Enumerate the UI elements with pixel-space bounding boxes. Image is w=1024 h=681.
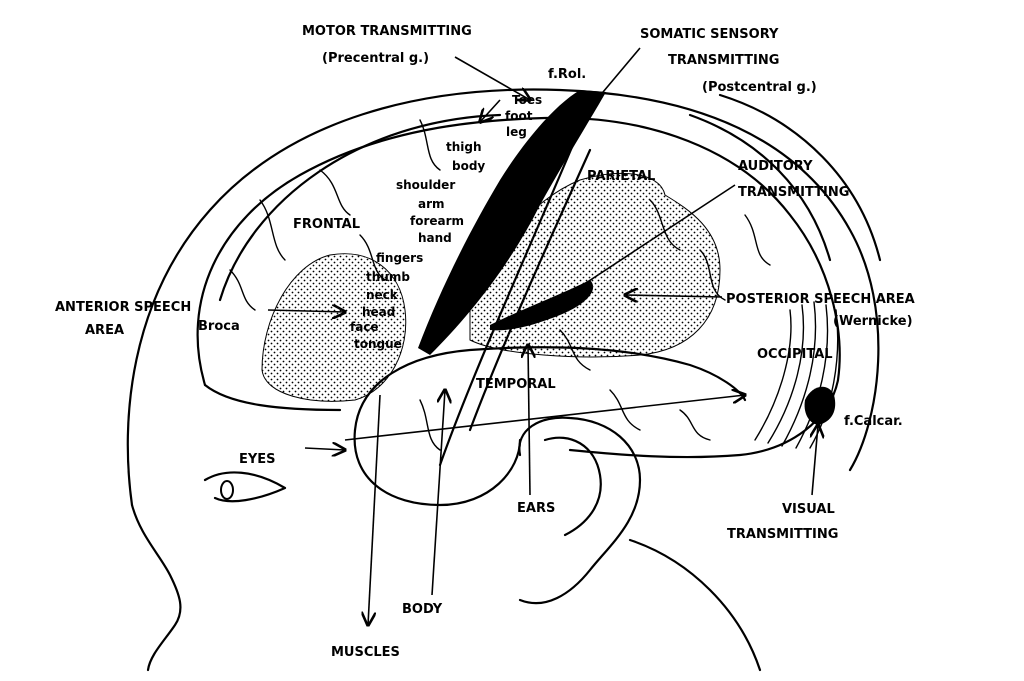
brain-base-outline — [203, 383, 342, 412]
eyes-arrow — [304, 448, 345, 450]
label-shoulder: shoulder — [396, 178, 455, 192]
calcarine-dark-spot — [804, 386, 836, 425]
eye-to-occipital-arrow — [344, 395, 745, 441]
label-wernicke: (Wernicke) — [833, 314, 913, 329]
label-forearm: forearm — [410, 214, 464, 228]
outer-skull-outline — [126, 88, 880, 507]
brain-outline — [196, 116, 841, 459]
label-occipital: OCCIPITAL — [757, 347, 833, 362]
label-area: AREA — [85, 323, 124, 338]
eye — [203, 471, 287, 503]
label-neck: neck — [366, 288, 399, 302]
ear — [518, 416, 642, 605]
label-somatic-sensory: SOMATIC SENSORY — [640, 27, 779, 42]
label-thigh: thigh — [446, 140, 482, 154]
label-auditory-transmitting: TRANSMITTING — [738, 185, 849, 200]
label-broca: Broca — [198, 319, 240, 334]
broca-arrow — [267, 310, 345, 312]
label-motor-transmitting: MOTOR TRANSMITTING — [302, 24, 472, 39]
skull-inner-outline-right — [688, 113, 832, 262]
visual-arrow — [812, 425, 818, 496]
somatic-pointer-line — [597, 47, 641, 99]
body-arrow — [431, 390, 445, 596]
label-parietal: PARIETAL — [587, 169, 655, 184]
label-visual: VISUAL — [782, 502, 835, 517]
label-somatic-transmitting: TRANSMITTING — [668, 53, 779, 68]
label-frontal: FRONTAL — [293, 217, 360, 232]
neck-line — [628, 538, 762, 672]
label-auditory: AUDITORY — [738, 159, 813, 174]
auditory-pointer-line — [559, 184, 736, 301]
motor-leg-arrow — [480, 99, 501, 122]
skull-edge-right — [718, 93, 882, 262]
label-arm: arm — [418, 197, 445, 211]
ears-arrow — [528, 345, 530, 496]
temporal-lower-loop — [353, 428, 522, 507]
wernicke-arrow — [625, 295, 723, 297]
muscles-arrow — [368, 394, 381, 625]
label-muscles: MUSCLES — [331, 645, 400, 660]
label-body-part: body — [452, 159, 485, 173]
gyri-lines — [229, 119, 771, 451]
label-visual-transmitting: TRANSMITTING — [727, 527, 838, 542]
label-posterior-speech: POSTERIOR SPEECH AREA — [726, 292, 915, 307]
label-body-input: BODY — [402, 602, 443, 617]
label-eyes: EYES — [239, 452, 276, 467]
motor-pointer-arrow — [454, 56, 530, 100]
skull-inner-outline — [218, 113, 502, 302]
occipital-stripes — [754, 301, 839, 449]
label-precentral: (Precentral g.) — [322, 51, 429, 66]
central-sulcus-band — [418, 90, 606, 355]
arrows — [267, 47, 818, 625]
label-f-calcar: f.Calcar. — [844, 414, 903, 429]
label-toes: Toes — [512, 93, 542, 107]
frontal-stipple-region — [261, 253, 407, 402]
label-face: face — [350, 320, 379, 334]
label-tongue: tongue — [354, 337, 402, 351]
label-fingers: fingers — [376, 251, 423, 265]
label-head: head — [362, 305, 395, 319]
label-hand: hand — [418, 231, 452, 245]
label-foot: foot — [505, 109, 533, 123]
ear-inner — [543, 436, 602, 537]
face-profile — [130, 503, 182, 672]
projection-lines — [438, 138, 592, 467]
label-postcentral: (Postcentral g.) — [702, 80, 817, 95]
label-f-rol: f.Rol. — [548, 67, 586, 82]
label-temporal: TEMPORAL — [476, 377, 556, 392]
label-thumb: thumb — [366, 270, 410, 284]
label-ears: EARS — [517, 501, 555, 516]
label-anterior-speech: ANTERIOR SPEECH — [55, 300, 191, 315]
label-leg: leg — [506, 125, 527, 139]
